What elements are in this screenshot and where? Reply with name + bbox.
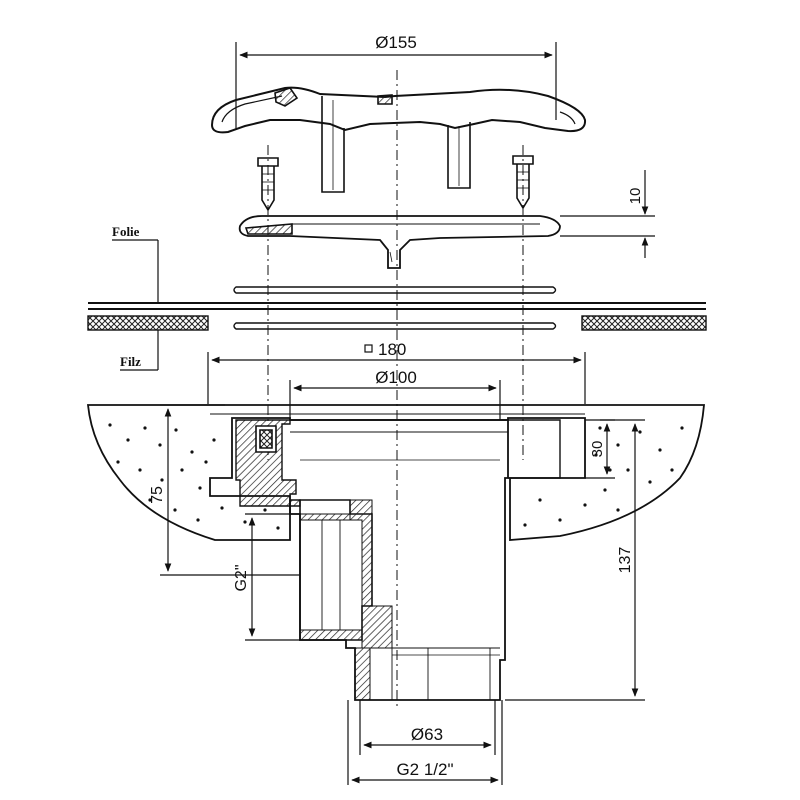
dim-75-lines	[160, 404, 300, 576]
dim-d63-text: Ø63	[411, 725, 443, 744]
dim-75-text: 75	[149, 486, 166, 504]
concrete-slab	[87, 404, 705, 541]
dim-sq180-lines	[207, 344, 586, 404]
dim-30-text: 30	[589, 441, 606, 458]
dim-d63-lines	[359, 700, 496, 755]
dim-d100-lines	[289, 380, 501, 420]
screw-left	[257, 157, 279, 212]
dim-137-text: 137	[617, 547, 634, 574]
drain-cover	[210, 86, 587, 193]
clamp-ring	[238, 215, 561, 269]
dim-137-lines	[505, 419, 645, 701]
concrete-dots	[108, 423, 684, 530]
dim-10-text: 10	[627, 188, 644, 205]
gasket-upper	[233, 286, 557, 294]
dim-g212-text: G2 1/2"	[396, 760, 453, 779]
dim-g2-text: G2"	[233, 564, 250, 591]
screw-right	[512, 155, 534, 210]
label-folie: Folie	[112, 224, 140, 239]
felt	[87, 315, 707, 331]
dim-sq180-text: 180	[378, 340, 406, 359]
label-filz: Filz	[120, 354, 141, 369]
dim-d155-text: Ø155	[375, 33, 417, 52]
foil	[88, 302, 706, 310]
dim-d100-text: Ø100	[375, 368, 417, 387]
gasket-lower	[233, 322, 557, 330]
leader-filz	[120, 330, 159, 371]
center-lines	[267, 70, 524, 710]
dim-d155-lines	[235, 42, 557, 130]
dim-g212-lines	[347, 700, 503, 785]
dim-10-lines	[560, 170, 655, 258]
leader-folie	[112, 239, 159, 303]
drain-body	[235, 419, 561, 701]
dim-g2-lines	[245, 513, 300, 641]
